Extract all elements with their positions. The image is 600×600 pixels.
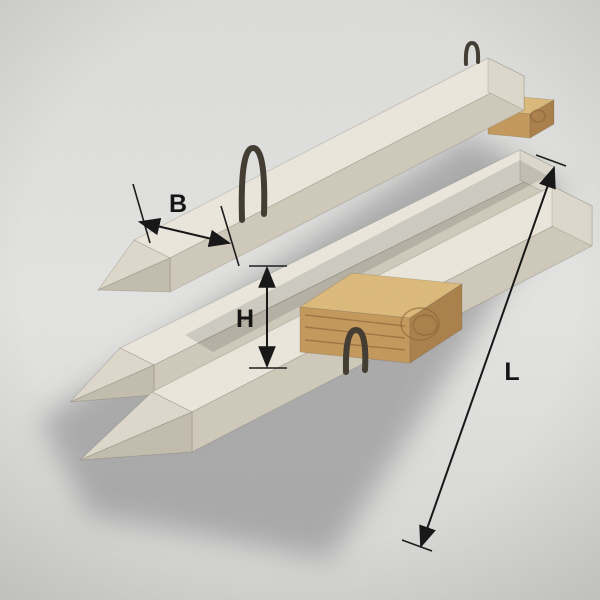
product-render: B H L xyxy=(0,0,600,600)
vignette-overlay xyxy=(0,0,600,600)
concrete-piles-scene: B H L xyxy=(0,0,600,600)
